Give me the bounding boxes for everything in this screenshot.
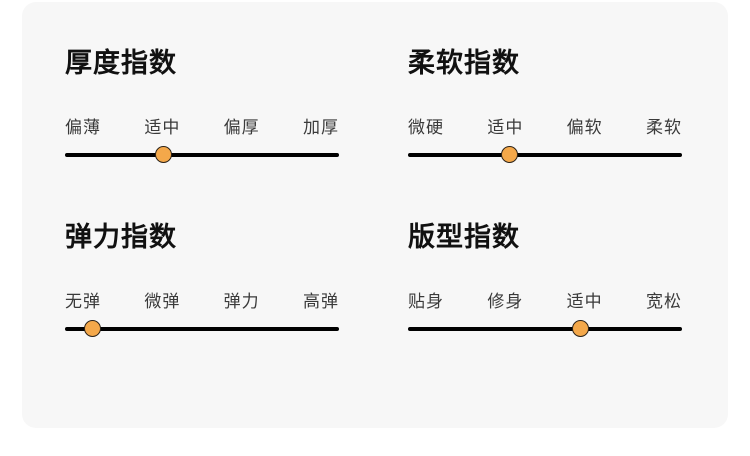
slider-knob-elasticity[interactable]: [83, 320, 101, 337]
attribute-panel-thickness: 厚度指数 偏薄 适中 偏厚 加厚: [65, 50, 361, 164]
slider-softness[interactable]: [408, 146, 682, 164]
scale-label-fit-2[interactable]: 适中: [566, 292, 603, 311]
scale-label-thickness-0[interactable]: 偏薄: [65, 118, 101, 137]
slider-track-thickness[interactable]: [65, 153, 339, 157]
panel-title-thickness: 厚度指数: [65, 48, 177, 78]
slider-elasticity[interactable]: [65, 320, 339, 338]
scale-label-fit-1[interactable]: 修身: [487, 292, 524, 311]
panel-title-softness: 柔软指数: [408, 48, 520, 78]
attribute-panel-fit: 版型指数 贴身 修身 适中 宽松: [408, 224, 704, 338]
slider-track-fit[interactable]: [408, 327, 682, 331]
slider-track-elasticity[interactable]: [65, 327, 339, 331]
scale-label-elasticity-2[interactable]: 弹力: [223, 292, 260, 311]
scale-label-elasticity-1[interactable]: 微弹: [144, 292, 181, 311]
slider-knob-fit[interactable]: [572, 320, 590, 337]
scale-label-elasticity-0[interactable]: 无弹: [65, 292, 101, 311]
scale-label-thickness-3[interactable]: 加厚: [302, 118, 339, 137]
panel-title-fit: 版型指数: [408, 222, 520, 252]
product-attributes-card: 厚度指数 偏薄 适中 偏厚 加厚 柔软指数 微硬 适中 偏软 柔软: [22, 2, 728, 428]
scale-label-thickness-2[interactable]: 偏厚: [223, 118, 260, 137]
slider-thickness[interactable]: [65, 146, 339, 164]
scale-labels-fit: 贴身 修身 适中 宽松: [408, 293, 682, 310]
scale-label-softness-1[interactable]: 适中: [487, 118, 524, 137]
scale-label-elasticity-3[interactable]: 高弹: [302, 292, 339, 311]
slider-knob-thickness[interactable]: [155, 146, 173, 163]
panel-title-elasticity: 弹力指数: [65, 222, 177, 252]
scale-labels-softness: 微硬 适中 偏软 柔软: [408, 119, 682, 136]
slider-knob-softness[interactable]: [500, 146, 518, 163]
scale-label-softness-2[interactable]: 偏软: [566, 118, 603, 137]
scale-label-softness-0[interactable]: 微硬: [408, 118, 444, 137]
scale-label-fit-0[interactable]: 贴身: [408, 292, 444, 311]
scale-labels-thickness: 偏薄 适中 偏厚 加厚: [65, 119, 339, 136]
attribute-panel-softness: 柔软指数 微硬 适中 偏软 柔软: [408, 50, 704, 164]
attribute-panels-grid: 厚度指数 偏薄 适中 偏厚 加厚 柔软指数 微硬 适中 偏软 柔软: [22, 2, 728, 428]
scale-label-thickness-1[interactable]: 适中: [144, 118, 181, 137]
slider-track-softness[interactable]: [408, 153, 682, 157]
scale-labels-elasticity: 无弹 微弹 弹力 高弹: [65, 293, 339, 310]
attribute-panel-elasticity: 弹力指数 无弹 微弹 弹力 高弹: [65, 224, 361, 338]
scale-label-fit-3[interactable]: 宽松: [645, 292, 682, 311]
scale-label-softness-3[interactable]: 柔软: [645, 118, 682, 137]
slider-fit[interactable]: [408, 320, 682, 338]
